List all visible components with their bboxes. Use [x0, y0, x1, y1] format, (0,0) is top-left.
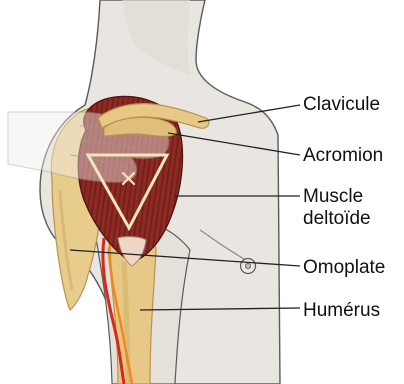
label-omoplate: Omoplate — [303, 257, 385, 279]
label-clavicule: Clavicule — [303, 94, 380, 116]
label-humerus: Humérus — [303, 300, 380, 322]
label-deltoide-line2: deltoïde — [303, 208, 371, 230]
label-acromion: Acromion — [303, 145, 383, 167]
nipple-inner — [245, 263, 250, 268]
label-deltoide-line1: Muscle — [303, 186, 371, 208]
label-muscle-deltoide: Muscle deltoïde — [303, 186, 371, 230]
